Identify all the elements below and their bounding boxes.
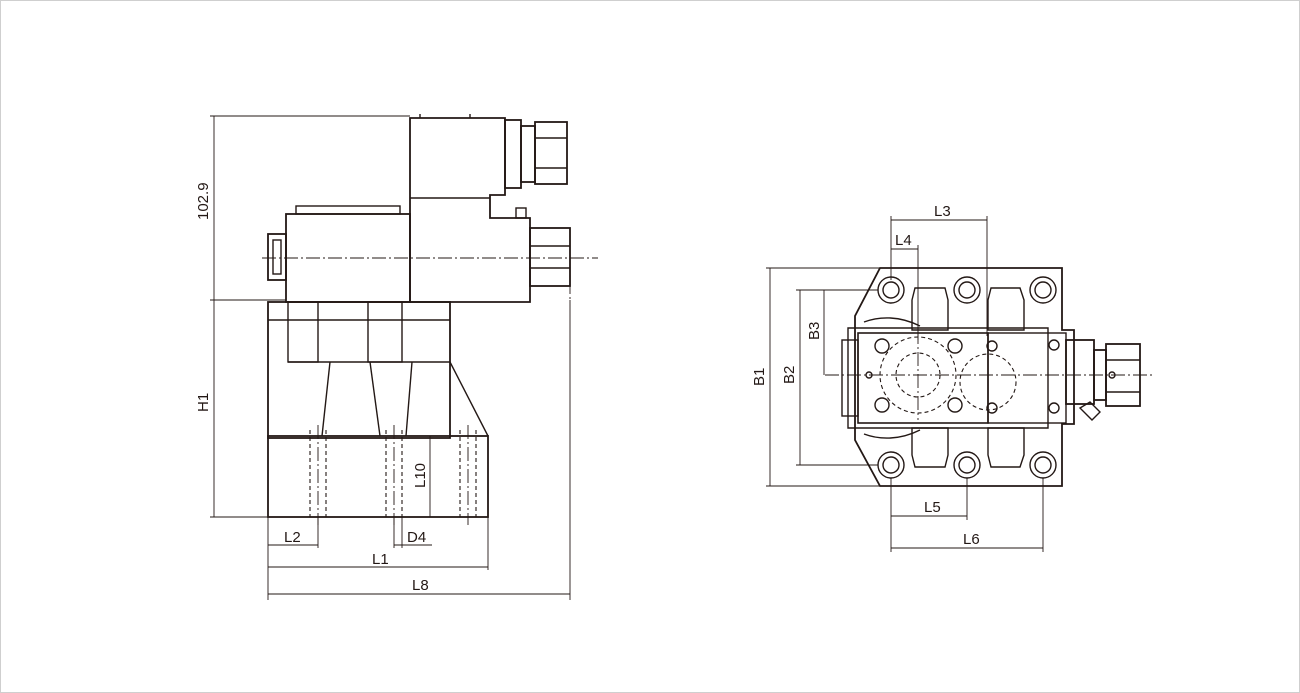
dim-label-l8: L8 [412, 577, 429, 594]
solenoid-housing [409, 117, 531, 303]
front-view: 102.9 H1 L10 L2 D4 L1 L8 [195, 114, 598, 600]
dim-label-102-9: 102.9 [195, 182, 212, 220]
connector-collar [504, 119, 522, 189]
coil-nut [529, 227, 571, 287]
pilot-valve-block [285, 213, 411, 303]
dim-label-b1: B1 [751, 368, 768, 386]
top-view: L3 L4 B1 B2 B3 L5 L6 [751, 203, 1152, 552]
base-plate [854, 267, 1075, 487]
dim-label-l6: L6 [963, 531, 980, 548]
valve-body-upper [267, 301, 451, 439]
dim-label-b2: B2 [781, 366, 798, 384]
dim-label-b3: B3 [806, 322, 823, 340]
pilot-plate [857, 332, 989, 424]
manual-override-knob [267, 233, 287, 281]
dim-label-l1: L1 [372, 551, 389, 568]
valve-body-base [267, 435, 489, 518]
dim-label-l3: L3 [934, 203, 951, 220]
dim-label-l2: L2 [284, 529, 301, 546]
dim-label-d4: D4 [407, 529, 426, 546]
dim-label-l4: L4 [895, 232, 912, 249]
connector-nut [534, 121, 568, 185]
dim-label-l10: L10 [412, 463, 429, 488]
dim-label-l5: L5 [924, 499, 941, 516]
dim-label-h1: H1 [195, 393, 212, 412]
